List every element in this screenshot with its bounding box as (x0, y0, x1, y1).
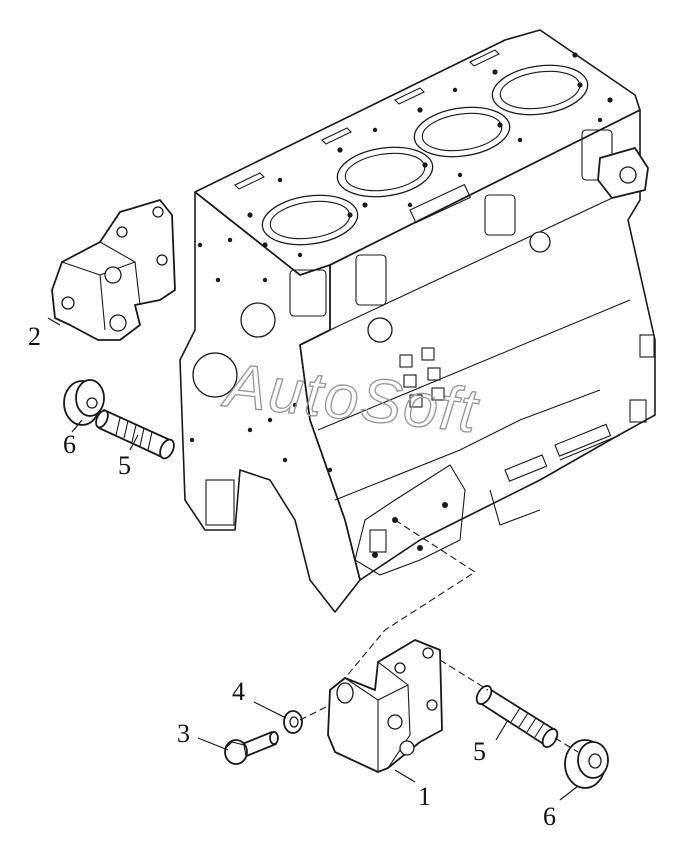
front-face-holes (189, 237, 333, 473)
cylinder-bore-4 (491, 64, 589, 116)
cylinder-block (179, 29, 656, 613)
callout-3: 3 (177, 719, 190, 748)
callout-4: 4 (232, 677, 245, 706)
callout-1: 1 (418, 782, 431, 811)
bolt (224, 731, 279, 765)
flange-nut-right (564, 739, 609, 789)
watermark: AutoSoft (218, 351, 482, 447)
deck-bolt-holes (247, 52, 613, 258)
washer (283, 710, 303, 734)
cylinder-bore-1 (261, 194, 359, 246)
callout-5-left: 5 (118, 451, 131, 480)
callout-2: 2 (28, 322, 41, 351)
block-mount-pad (354, 464, 466, 576)
callout-6-left: 6 (63, 430, 76, 459)
callout-labels: 1 2 3 4 5 5 6 6 (28, 322, 556, 831)
engine-mount-bracket-upper (51, 199, 176, 341)
engine-mount-bracket-lower (327, 639, 443, 773)
cylinder-bore-3 (413, 106, 511, 158)
stud-left (95, 409, 175, 460)
callout-6-right: 6 (543, 802, 556, 831)
callout-5-right: 5 (473, 737, 486, 766)
front-bore-large (192, 352, 238, 398)
stud-right (475, 685, 559, 748)
block-side-face (299, 109, 656, 581)
assembly-lines (299, 519, 579, 753)
callout-leaders (47, 317, 579, 801)
flange-nut-left (63, 379, 105, 426)
cylinder-bore-2 (336, 146, 434, 198)
